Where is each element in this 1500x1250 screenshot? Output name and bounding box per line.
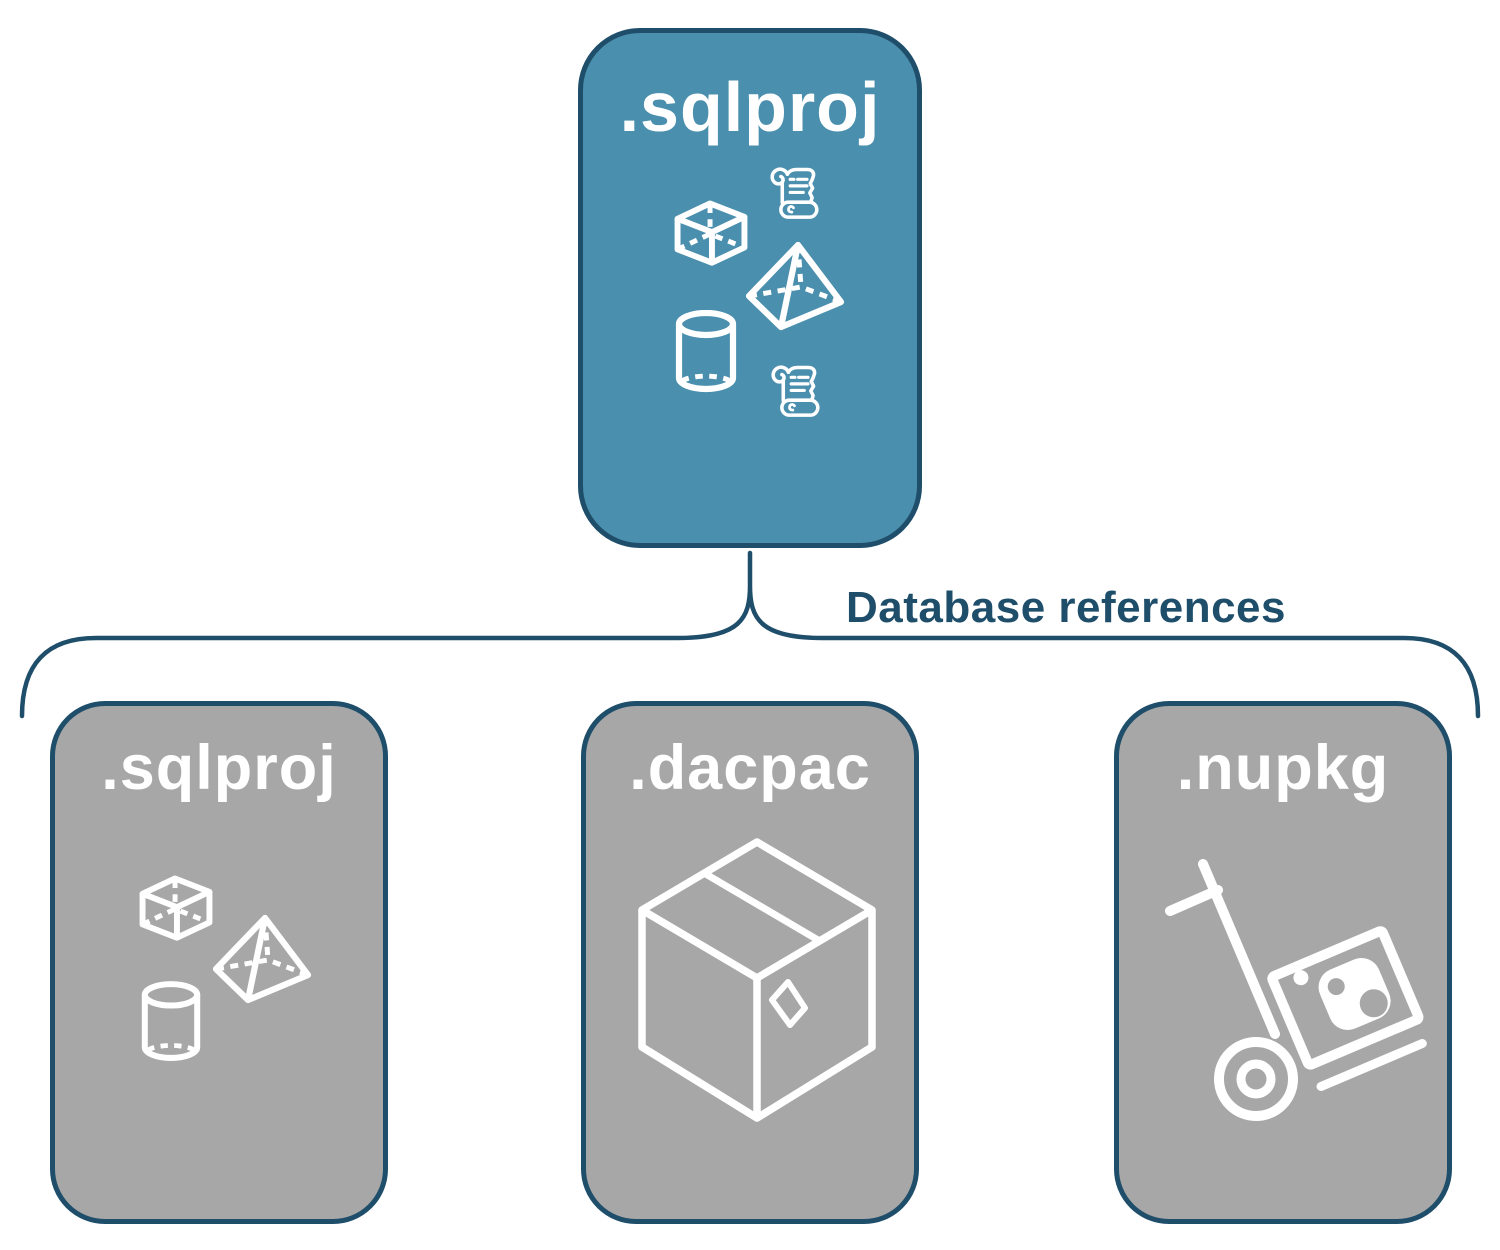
connector-label: Database references (846, 583, 1286, 632)
child-node-label: .sqlproj (101, 733, 337, 803)
root-node-label: .sqlproj (619, 68, 881, 146)
cube-icon (133, 865, 219, 955)
scroll-icon (771, 365, 820, 417)
scroll-icon (770, 167, 819, 219)
hand-truck-nuget-icon (1160, 842, 1460, 1132)
pyramid-icon (208, 911, 313, 1006)
node-child-sqlproj: .sqlproj (50, 701, 388, 1224)
child-node-label: .nupkg (1176, 733, 1390, 803)
node-root-sqlproj: .sqlproj (578, 28, 922, 548)
node-child-dacpac: .dacpac (581, 701, 919, 1224)
package-box-icon (637, 838, 877, 1128)
pyramid-icon (741, 238, 846, 333)
node-child-nupkg: .nupkg (1114, 701, 1452, 1224)
child-node-label: .dacpac (629, 733, 871, 803)
cylinder-icon (138, 981, 204, 1065)
cylinder-icon (672, 310, 740, 396)
